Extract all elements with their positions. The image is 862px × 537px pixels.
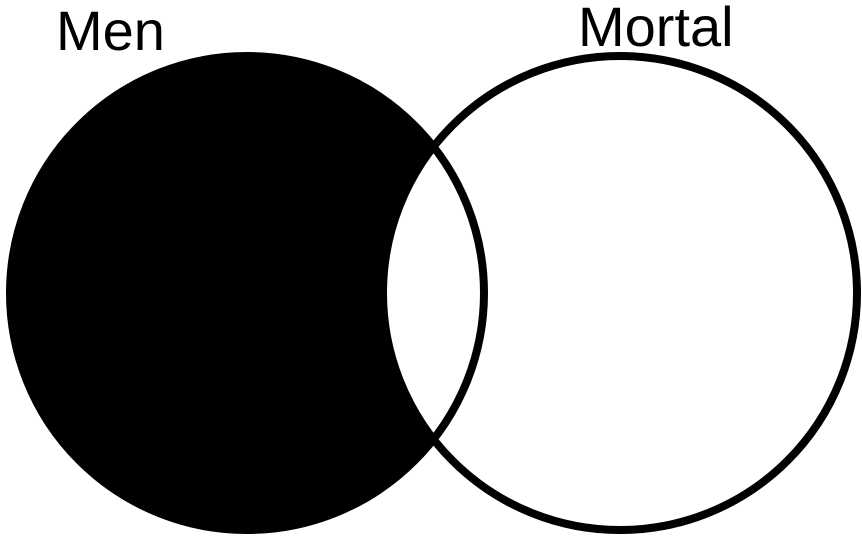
- set-men-outline: [6, 52, 488, 534]
- set-mortal-outline: [379, 52, 861, 534]
- set-men-region: [10, 56, 484, 530]
- set-label-mortal: Mortal: [578, 0, 734, 58]
- set-label-men: Men: [56, 0, 165, 62]
